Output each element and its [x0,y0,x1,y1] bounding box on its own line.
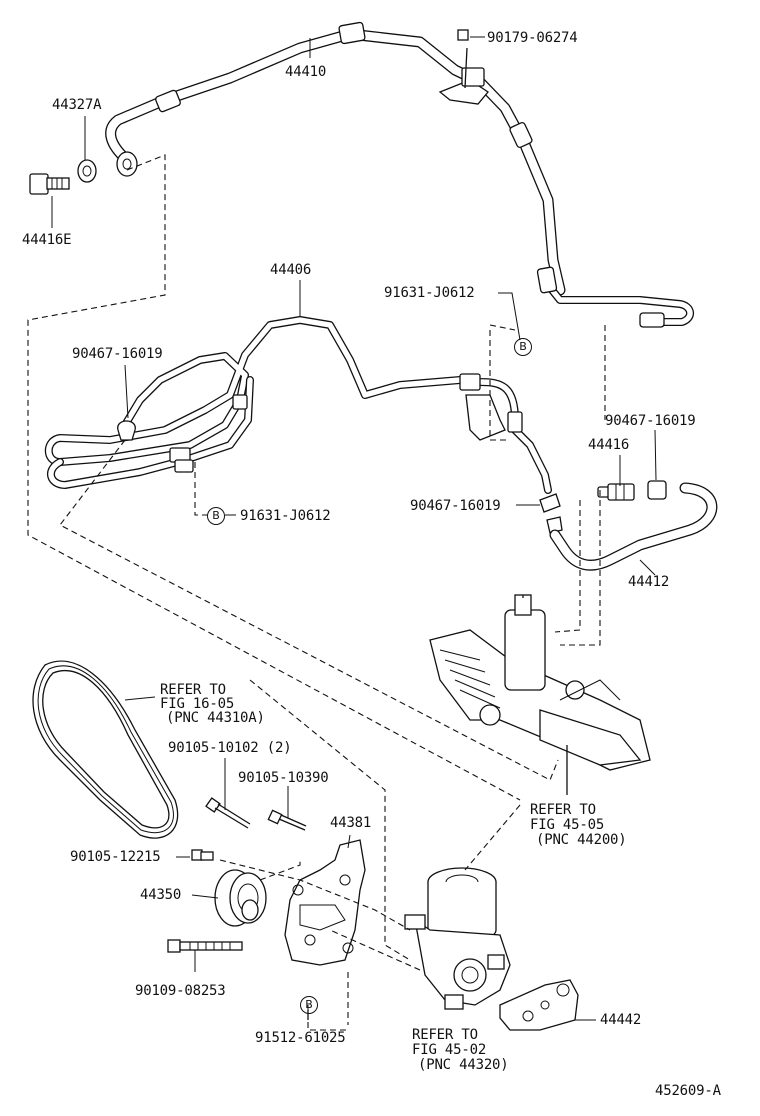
callout-90467-16019-right: 90467-16019 [605,413,696,429]
figure-code: 452609-A [655,1083,721,1099]
union-bolt-44416e-and-washer-44327a [29,159,97,195]
callout-90105-10390: 90105-10390 [238,770,329,786]
ref-belt-line3: (PNC 44310A) [166,710,265,726]
idler-pulley-and-bracket [167,797,366,1020]
callout-44412: 44412 [628,574,670,590]
callout-44381: 44381 [330,815,372,831]
ref-pump-line3: (PNC 44320) [418,1057,509,1073]
connection-dashes [27,154,606,1031]
callout-90109-08253: 90109-08253 [135,983,226,999]
callout-91631-j0612-top: 91631-J0612 [384,285,475,301]
callout-90105-10102: 90105-10102 (2) [168,740,292,756]
callout-44416: 44416 [588,437,630,453]
v-ribbed-belt [32,660,179,839]
ref-gear-line3: (PNC 44200) [536,832,627,848]
pump-bracket-44442 [499,979,579,1031]
steering-gear-assembly [429,594,651,795]
vane-pump-assembly [404,867,511,1010]
callout-91512-61025: 91512-61025 [255,1030,346,1046]
return-pipe-44406 [44,316,552,494]
ref-gear-line1: REFER TO [530,802,596,818]
callout-44327a: 44327A [52,97,102,113]
return-hose-44412 [549,480,718,571]
callout-90179-06274: 90179-06274 [487,30,578,46]
callout-90467-16019-left: 90467-16019 [72,346,163,362]
callout-90467-16019-mid: 90467-16019 [410,498,501,514]
ref-belt-line2: FIG 16-05 [160,696,235,712]
ref-pump-line1: REFER TO [412,1027,478,1043]
ref-gear-line2: FIG 45-05 [530,817,605,833]
callout-44410: 44410 [285,64,327,80]
callout-44442: 44442 [600,1012,642,1028]
ref-belt-line1: REFER TO [160,682,226,698]
pressure-hose-44410 [105,21,694,328]
callout-44406: 44406 [270,262,312,278]
ref-pump-line2: FIG 45-02 [412,1042,487,1058]
callout-90105-12215: 90105-12215 [70,849,161,865]
callout-44416e: 44416E [22,232,72,248]
callout-44350: 44350 [140,887,182,903]
clip-90467-mid [539,493,563,534]
leader-lines [51,36,657,1021]
marker-b-left: B [207,507,225,525]
callout-91631-j0612-left: 91631-J0612 [240,508,331,524]
marker-b-top: B [514,338,532,356]
marker-b-bottom: B [300,996,318,1014]
